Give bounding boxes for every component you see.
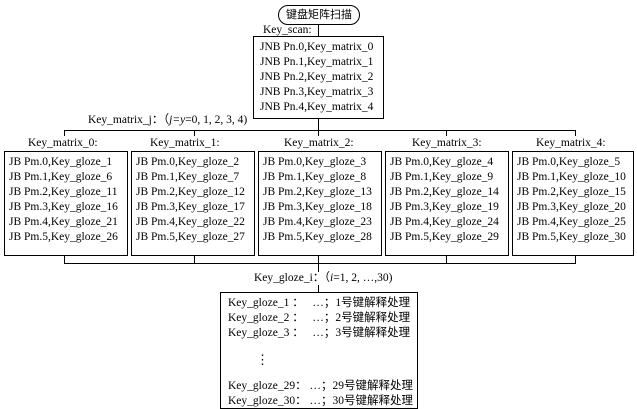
gloze-name: Key_gloze_30： <box>228 395 307 407</box>
jump-line: JB Pm.5,Key_gloze_30 <box>517 231 626 243</box>
jump-line: JB Pm.0,Key_gloze_2 <box>136 156 240 168</box>
scan-label: Key_scan: <box>263 24 312 36</box>
gloze-action: …；3号键解释处理 <box>312 327 411 339</box>
jump-line: JB Pm.2,Key_gloze_14 <box>390 186 499 198</box>
scan-line: JNB Pn.1,Key_matrix_1 <box>260 56 374 68</box>
bottom-bracket-rise <box>194 256 195 263</box>
matrix-4-box: JB Pm.0,Key_gloze_5 JB Pm.1,Key_gloze_10… <box>512 151 634 256</box>
jump-line: JB Pm.5,Key_gloze_29 <box>390 231 499 243</box>
jump-line: JB Pm.3,Key_gloze_20 <box>517 201 626 213</box>
jump-line: JB Pm.0,Key_gloze_4 <box>390 156 494 168</box>
connector-scan-down <box>318 119 319 130</box>
start-node: 键盘矩阵扫描 <box>278 5 360 25</box>
gloze-action: …；2号键解释处理 <box>312 312 411 324</box>
top-bracket-drop <box>446 130 447 136</box>
matrix-label-var: j=y <box>169 114 186 126</box>
scan-line: JNB Pn.3,Key_matrix_3 <box>260 86 374 98</box>
jump-line: JB Pm.5,Key_gloze_28 <box>263 231 372 243</box>
scan-line: JNB Pn.0,Key_matrix_0 <box>260 41 374 53</box>
bottom-bracket-rise <box>446 256 447 263</box>
jump-line: JB Pm.3,Key_gloze_18 <box>263 201 372 213</box>
top-bracket-drop <box>575 130 576 136</box>
scan-line: JNB Pn.4,Key_matrix_4 <box>260 101 374 113</box>
gloze-action: …；29号键解释处理 <box>309 380 413 392</box>
top-bracket-drop <box>64 130 65 136</box>
matrix-0-label: Key_matrix_0: <box>28 137 98 149</box>
matrix-section-label: Key_matrix_j：（j=y=0, 1, 2, 3, 4) <box>88 114 247 127</box>
matrix-1-label: Key_matrix_1: <box>150 137 220 149</box>
top-bracket-drop <box>194 130 195 136</box>
matrix-label-suffix: =0, 1, 2, 3, 4) <box>185 114 248 126</box>
jump-line: JB Pm.1,Key_gloze_10 <box>517 171 626 183</box>
gloze-name: Key_gloze_1 ： <box>228 297 304 309</box>
jump-line: JB Pm.0,Key_gloze_1 <box>9 156 113 168</box>
gloze-action: …；1号键解释处理 <box>312 297 411 309</box>
bottom-bracket-rise <box>575 256 576 263</box>
vertical-ellipsis: ⋮ <box>256 352 269 367</box>
jump-line: JB Pm.4,Key_gloze_25 <box>517 216 626 228</box>
jump-line: JB Pm.1,Key_gloze_8 <box>263 171 367 183</box>
jump-line: JB Pm.2,Key_gloze_13 <box>263 186 372 198</box>
scan-line: JNB Pn.2,Key_matrix_2 <box>260 71 374 83</box>
gloze-section-label: Key_gloze_i：（i=1, 2, …,30) <box>254 272 396 285</box>
gloze-name: Key_gloze_29： <box>228 380 307 392</box>
jump-line: JB Pm.0,Key_gloze_3 <box>263 156 367 168</box>
matrix-3-label: Key_matrix_3: <box>412 137 482 149</box>
jump-line: JB Pm.3,Key_gloze_19 <box>390 201 499 213</box>
jump-line: JB Pm.4,Key_gloze_23 <box>263 216 372 228</box>
matrix-label-prefix: Key_matrix_j：（ <box>88 114 170 126</box>
gloze-row: Key_gloze_1 ： …；1号键解释处理 <box>228 296 417 311</box>
top-bracket <box>64 130 575 131</box>
jump-line: JB Pm.1,Key_gloze_7 <box>136 171 240 183</box>
jump-line: JB Pm.4,Key_gloze_24 <box>390 216 499 228</box>
gloze-row: Key_gloze_29： …；29号键解释处理 <box>228 379 417 394</box>
gloze-name: Key_gloze_2 ： <box>228 312 304 324</box>
matrix-0-box: JB Pm.0,Key_gloze_1 JB Pm.1,Key_gloze_6 … <box>4 151 128 256</box>
jump-line: JB Pm.1,Key_gloze_6 <box>9 171 113 183</box>
gloze-label-prefix: Key_gloze_i：（ <box>254 272 331 284</box>
scan-box: JNB Pn.0,Key_matrix_0 JNB Pn.1,Key_matri… <box>253 36 384 119</box>
jump-line: JB Pm.2,Key_gloze_12 <box>136 186 245 198</box>
jump-line: JB Pm.3,Key_gloze_17 <box>136 201 245 213</box>
gloze-row: Key_gloze_3 ： …；3号键解释处理 <box>228 326 417 341</box>
jump-line: JB Pm.5,Key_gloze_26 <box>9 231 118 243</box>
matrix-2-label: Key_matrix_2: <box>284 137 354 149</box>
gloze-name: Key_gloze_3 ： <box>228 327 304 339</box>
matrix-2-box: JB Pm.0,Key_gloze_3 JB Pm.1,Key_gloze_8 … <box>258 151 382 256</box>
jump-line: JB Pm.2,Key_gloze_15 <box>517 186 626 198</box>
matrix-3-box: JB Pm.0,Key_gloze_4 JB Pm.1,Key_gloze_9 … <box>385 151 509 256</box>
start-label: 键盘矩阵扫描 <box>286 8 352 21</box>
gloze-box: Key_gloze_1 ： …；1号键解释处理 Key_gloze_2 ： …；… <box>220 292 418 409</box>
bottom-bracket <box>64 263 576 264</box>
jump-line: JB Pm.3,Key_gloze_16 <box>9 201 118 213</box>
connector-start-scan <box>318 25 319 36</box>
gloze-row: Key_gloze_30： …；30号键解释处理 <box>228 394 417 409</box>
jump-line: JB Pm.4,Key_gloze_22 <box>136 216 245 228</box>
gloze-label-suffix: =1, 2, …,30) <box>333 272 393 284</box>
jump-line: JB Pm.2,Key_gloze_11 <box>9 186 118 198</box>
bottom-bracket-rise <box>318 256 319 263</box>
jump-line: JB Pm.5,Key_gloze_27 <box>136 231 245 243</box>
matrix-1-box: JB Pm.0,Key_gloze_2 JB Pm.1,Key_gloze_7 … <box>131 151 255 256</box>
matrix-4-label: Key_matrix_4: <box>536 137 606 149</box>
gloze-action: …；30号键解释处理 <box>309 395 413 407</box>
gloze-label-var: i <box>330 272 334 284</box>
bottom-bracket-rise <box>64 256 65 263</box>
jump-line: JB Pm.1,Key_gloze_9 <box>390 171 494 183</box>
jump-line: JB Pm.0,Key_gloze_5 <box>517 156 621 168</box>
gloze-ellipsis: ⋮ <box>228 341 417 379</box>
gloze-row: Key_gloze_2 ： …；2号键解释处理 <box>228 311 417 326</box>
top-bracket-drop <box>318 130 319 136</box>
jump-line: JB Pm.4,Key_gloze_21 <box>9 216 118 228</box>
